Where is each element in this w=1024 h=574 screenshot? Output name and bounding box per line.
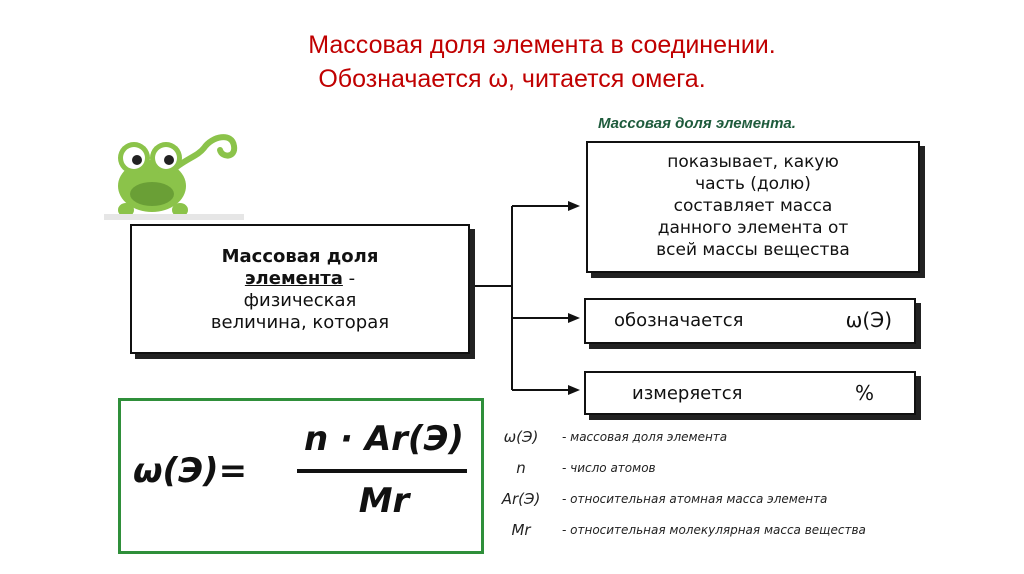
definition-dash: -	[342, 268, 356, 289]
measured-unit: %	[854, 381, 874, 405]
legend-row: Mr - относительная молекулярная масса ве…	[490, 521, 960, 552]
legend-symbol: Mr	[511, 521, 531, 539]
denoted-symbol: ω(Э)	[845, 308, 892, 332]
definition-line-4: величина, которая	[210, 312, 390, 333]
arrow-head-3	[568, 385, 580, 395]
measured-label: измеряется	[632, 383, 743, 404]
arrow-head-2	[568, 313, 580, 323]
definition-line-3: физическая	[243, 290, 357, 311]
chameleon-mascot-icon	[104, 134, 244, 220]
definition-bold-1: Массовая доля	[221, 246, 379, 267]
shows-line: всей массы вещества	[656, 240, 850, 260]
legend-desc: - относительная атомная масса элемента	[562, 492, 828, 506]
legend-desc: - массовая доля элемента	[562, 430, 728, 444]
diagram-heading: Массовая доля элемента.	[598, 115, 796, 132]
legend-symbol: n	[516, 459, 526, 477]
symbol-legend: ω(Э) - массовая доля элемента n - число …	[490, 428, 960, 552]
formula-box: ω(Э)= n · Ar(Э) Mr	[118, 398, 484, 554]
denoted-label: обозначается	[614, 310, 744, 331]
legend-symbol: Ar(Э)	[501, 490, 541, 508]
shows-line: данного элемента от	[657, 218, 849, 238]
measured-box: измеряется %	[584, 371, 916, 415]
legend-symbol: ω(Э)	[503, 428, 539, 446]
legend-desc: - относительная молекулярная масса вещес…	[562, 523, 866, 537]
legend-row: n - число атомов	[490, 459, 960, 490]
title-line-1: Массовая доля элемента в соединении.	[308, 31, 776, 59]
definition-bold-2: элемента	[244, 268, 343, 289]
legend-row: Ar(Э) - относительная атомная масса элем…	[490, 490, 960, 521]
legend-row: ω(Э) - массовая доля элемента	[490, 428, 960, 459]
formula-denominator: Mr	[358, 481, 410, 521]
formula-numerator: n · Ar(Э)	[304, 419, 464, 459]
formula-lhs: ω(Э)=	[133, 451, 248, 491]
title-line-2: Обозначается ω, читается омега.	[318, 65, 706, 93]
arrow-head-1	[568, 201, 580, 211]
denoted-box: обозначается ω(Э)	[584, 298, 916, 344]
definition-box: Массовая доля элемента - физическая вели…	[130, 224, 470, 354]
shows-box: показывает, какую часть (долю) составляе…	[586, 141, 920, 273]
fraction-bar	[297, 469, 467, 473]
legend-desc: - число атомов	[562, 461, 656, 475]
shows-line: показывает, какую	[667, 152, 839, 172]
shows-line: часть (долю)	[695, 174, 811, 194]
slide-title: Массовая доля элемента в соединении. Обо…	[0, 28, 1024, 96]
shows-line: составляет масса	[673, 196, 833, 216]
